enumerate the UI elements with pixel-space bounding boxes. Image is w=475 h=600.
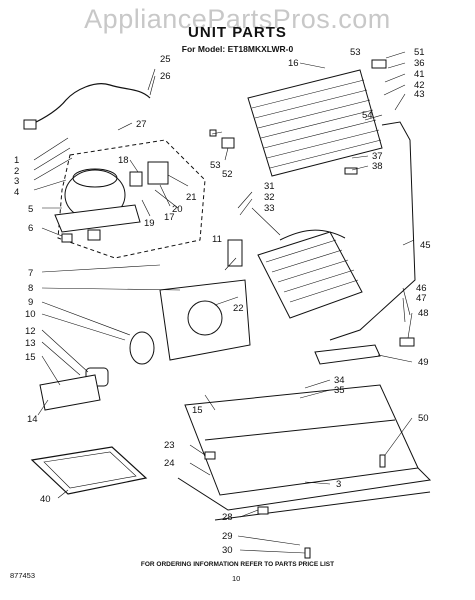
callout-9: 9 bbox=[28, 297, 33, 308]
callout-21: 21 bbox=[186, 192, 197, 203]
callout-2: 2 bbox=[14, 166, 19, 177]
compressor-foot bbox=[87, 229, 101, 241]
callout-45: 45 bbox=[420, 240, 431, 251]
callout-48: 48 bbox=[418, 308, 429, 319]
condenser-coil bbox=[247, 69, 383, 177]
callout-32: 32 bbox=[264, 192, 275, 203]
callout-40: 40 bbox=[40, 494, 51, 505]
callout-46: 46 bbox=[416, 283, 427, 294]
callout-37: 37 bbox=[372, 151, 383, 162]
heater bbox=[279, 229, 346, 241]
evaporator-coils bbox=[265, 239, 359, 303]
condenser-tube bbox=[329, 121, 416, 341]
clip-37 bbox=[344, 167, 358, 175]
evaporator bbox=[257, 231, 363, 319]
callout-43: 43 bbox=[414, 89, 425, 100]
fan-shroud bbox=[159, 279, 251, 361]
clip-23 bbox=[204, 451, 216, 460]
callout-12: 12 bbox=[25, 326, 36, 337]
callout-33: 33 bbox=[264, 203, 275, 214]
compressor-base bbox=[54, 204, 141, 233]
callout-22: 22 bbox=[233, 303, 244, 314]
power-cord bbox=[29, 83, 151, 126]
callout-29: 29 bbox=[222, 531, 233, 542]
callout-15-right: 15 bbox=[192, 405, 203, 416]
callout-42: 42 bbox=[414, 80, 425, 91]
ordering-note: FOR ORDERING INFORMATION REFER TO PARTS … bbox=[140, 561, 335, 568]
cord-plug bbox=[23, 119, 37, 130]
callout-38: 38 bbox=[372, 161, 383, 172]
callout-1: 1 bbox=[14, 155, 19, 166]
callout-14: 14 bbox=[27, 414, 38, 425]
defrost-bracket bbox=[227, 239, 243, 267]
callout-25: 25 bbox=[160, 54, 171, 65]
callout-53-top: 53 bbox=[350, 47, 361, 58]
callout-24: 24 bbox=[164, 458, 175, 469]
leader-lines bbox=[33, 51, 415, 554]
callout-52: 52 bbox=[222, 169, 233, 180]
callout-3: 3 bbox=[14, 176, 19, 187]
callout-3-base: 3 bbox=[336, 479, 341, 490]
callout-10: 10 bbox=[25, 309, 36, 320]
fan-blade bbox=[129, 331, 155, 365]
callout-8: 8 bbox=[28, 283, 33, 294]
callout-11: 11 bbox=[212, 234, 222, 245]
overload bbox=[129, 171, 143, 187]
drain-pan-inner bbox=[43, 451, 137, 489]
callout-36: 36 bbox=[414, 58, 425, 69]
callout-16: 16 bbox=[288, 58, 299, 69]
base-rail-front bbox=[177, 467, 432, 511]
callout-50: 50 bbox=[418, 413, 429, 424]
watermark: AppliancePartsPros.com bbox=[84, 4, 391, 34]
leveling-rail bbox=[314, 344, 381, 365]
callout-19: 19 bbox=[144, 218, 155, 229]
callout-53-left: 53 bbox=[210, 160, 221, 171]
callout-4: 4 bbox=[14, 187, 19, 198]
callout-51: 51 bbox=[414, 47, 425, 58]
callout-31: 31 bbox=[264, 181, 275, 192]
base-cross bbox=[204, 419, 396, 441]
figure-code: 877453 bbox=[10, 571, 36, 580]
screw-30 bbox=[304, 547, 311, 559]
callout-23: 23 bbox=[164, 440, 175, 451]
callout-27: 27 bbox=[136, 119, 147, 130]
drain-pan bbox=[30, 446, 148, 495]
callout-18: 18 bbox=[118, 155, 129, 166]
callout-20: 20 bbox=[172, 204, 183, 215]
callout-30: 30 bbox=[222, 545, 233, 556]
relay bbox=[147, 161, 169, 185]
clip-53 bbox=[209, 129, 217, 137]
callout-28: 28 bbox=[222, 512, 233, 523]
callout-15-left: 15 bbox=[25, 352, 36, 363]
compressor-top bbox=[72, 168, 118, 188]
page-number: 10 bbox=[232, 574, 241, 583]
clip-28 bbox=[257, 506, 269, 515]
callout-5: 5 bbox=[28, 204, 33, 215]
base-rail-bottom bbox=[214, 491, 431, 521]
callout-41: 41 bbox=[414, 69, 425, 80]
callout-6: 6 bbox=[28, 223, 33, 234]
motor-bracket bbox=[39, 374, 101, 411]
foot-48 bbox=[399, 337, 415, 347]
callout-7: 7 bbox=[28, 268, 33, 279]
callout-54: 54 bbox=[362, 110, 373, 121]
shroud-ring bbox=[187, 300, 223, 336]
condenser-fins bbox=[251, 79, 382, 169]
callout-47: 47 bbox=[416, 293, 427, 304]
callout-13: 13 bbox=[25, 338, 36, 349]
model-line: For Model: ET18MKXLWR-0 bbox=[181, 44, 294, 54]
callout-17: 17 bbox=[164, 212, 175, 223]
base-frame bbox=[184, 384, 419, 496]
callout-35: 35 bbox=[334, 385, 345, 396]
page-title: UNIT PARTS bbox=[188, 24, 287, 41]
callout-49: 49 bbox=[418, 357, 429, 368]
callout-26: 26 bbox=[160, 71, 171, 82]
compressor-group-outline bbox=[57, 139, 206, 259]
screw-50 bbox=[379, 454, 386, 468]
grommet-52 bbox=[221, 137, 235, 149]
compressor-mount bbox=[61, 233, 73, 243]
bracket-51 bbox=[371, 59, 387, 69]
callout-34: 34 bbox=[334, 375, 345, 386]
